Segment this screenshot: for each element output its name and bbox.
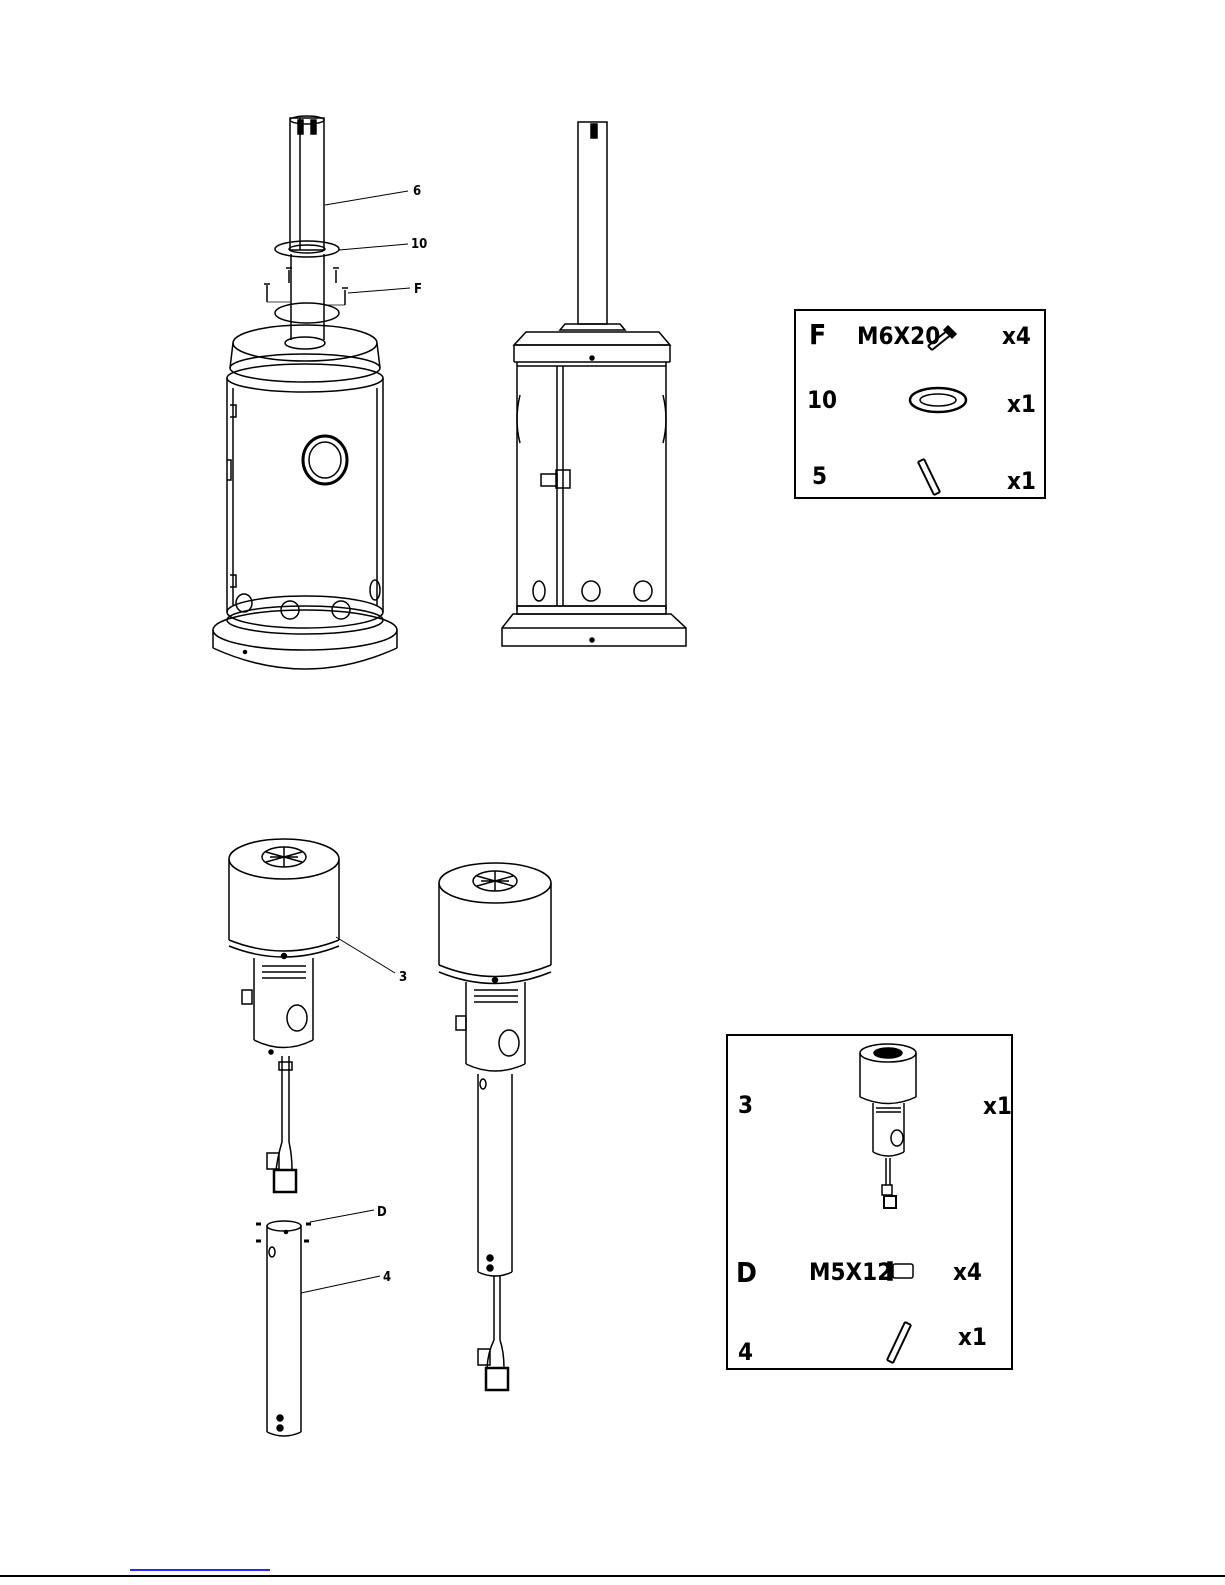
washer-ring-icon — [910, 388, 966, 412]
panel2-row2-id: D — [736, 1256, 757, 1289]
panel2-row2-qty: x4 — [953, 1258, 982, 1286]
footer-link-underline[interactable] — [130, 1569, 270, 1571]
panel1-row2-id: 10 — [807, 386, 837, 414]
exploded-base-assembly — [213, 116, 410, 669]
panel2-row1-qty: x1 — [983, 1092, 1012, 1120]
panel2-row1-id: 3 — [738, 1091, 753, 1119]
panel1-row1-spec: M6X20 — [857, 322, 940, 350]
panel1-row1-id: F — [809, 318, 826, 351]
panel1-row2-qty: x1 — [1007, 390, 1036, 418]
footer-rule — [0, 1575, 1225, 1577]
panel2-row3-id: 4 — [738, 1338, 753, 1366]
panel1-row3-id: 5 — [812, 462, 827, 490]
callout-part-6: 6 — [413, 184, 421, 199]
parts-panel-2-frame — [727, 1035, 1012, 1369]
callout-part-f: F — [414, 282, 422, 297]
callout-part-4: 4 — [383, 1270, 391, 1285]
callout-part-3: 3 — [399, 970, 407, 985]
assembled-base-front-view — [502, 122, 686, 646]
heater-head-icon — [860, 1044, 916, 1208]
panel2-row2-spec: M5X12 — [809, 1258, 892, 1286]
exploded-head-assembly — [229, 839, 395, 1436]
panel1-row3-qty: x1 — [1007, 467, 1036, 495]
allen-key-icon — [918, 459, 940, 495]
wrench-icon — [887, 1322, 911, 1363]
callout-part-10: 10 — [411, 237, 427, 252]
callout-part-d: D — [377, 1205, 387, 1220]
panel1-row1-qty: x4 — [1002, 322, 1031, 350]
assembled-head-assembly — [439, 863, 551, 1390]
panel2-row3-qty: x1 — [958, 1323, 987, 1351]
